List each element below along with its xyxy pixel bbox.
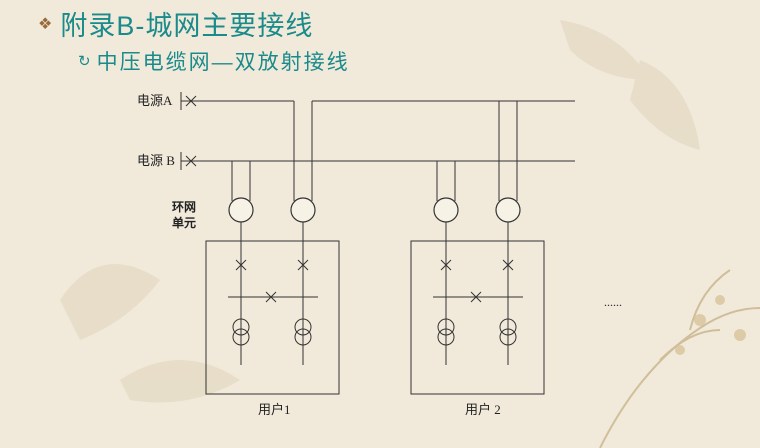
ring-unit-1 [228,197,254,223]
user1-breaker-right-icon [297,259,309,271]
user1-transformer-left-bottom-icon [232,328,250,346]
user1-label: 用户1 [258,402,291,417]
subtitle-text: 中压电缆网—双放射接线 [96,51,350,74]
user1-tie-switch-icon [265,291,277,303]
user2-transformer-left-top-icon [437,318,455,336]
user2-tie-switch-icon [470,291,482,303]
source-b-switch-icon [185,155,197,167]
user2-label: 用户 2 [465,402,501,417]
slide-subtitle: ↻ 中压电缆网—双放射接线 [78,46,350,76]
ring-unit-2 [290,197,316,223]
user2-breaker-left-icon [440,259,452,271]
ring-unit-4 [495,197,521,223]
user2-box [410,240,545,395]
ring-unit-label-1: 环网 [172,200,196,214]
loop-bullet-icon: ↻ [78,53,91,70]
source-b-label: 电源 B [137,153,175,168]
ring-unit-3 [433,197,459,223]
user2-transformer-right-bottom-icon [499,328,517,346]
title-text: 附录B-城网主要接线 [60,11,314,41]
source-a-switch-icon [185,95,197,107]
user2-transformer-left-bottom-icon [437,328,455,346]
user1-transformer-right-top-icon [294,318,312,336]
ring-unit-label-2: 单元 [172,215,196,230]
user1-box [205,240,340,395]
user2-breaker-right-icon [502,259,514,271]
source-a-label: 电源A [137,93,173,108]
user1-transformer-right-bottom-icon [294,328,312,346]
user1-transformer-left-top-icon [232,318,250,336]
user1-breaker-left-icon [235,259,247,271]
user2-transformer-right-top-icon [499,318,517,336]
diamond-bullet-icon: ❖ [38,15,53,33]
slide-title: ❖ 附录B-城网主要接线 [38,4,313,43]
continuation-ellipsis: ...... [604,295,622,309]
